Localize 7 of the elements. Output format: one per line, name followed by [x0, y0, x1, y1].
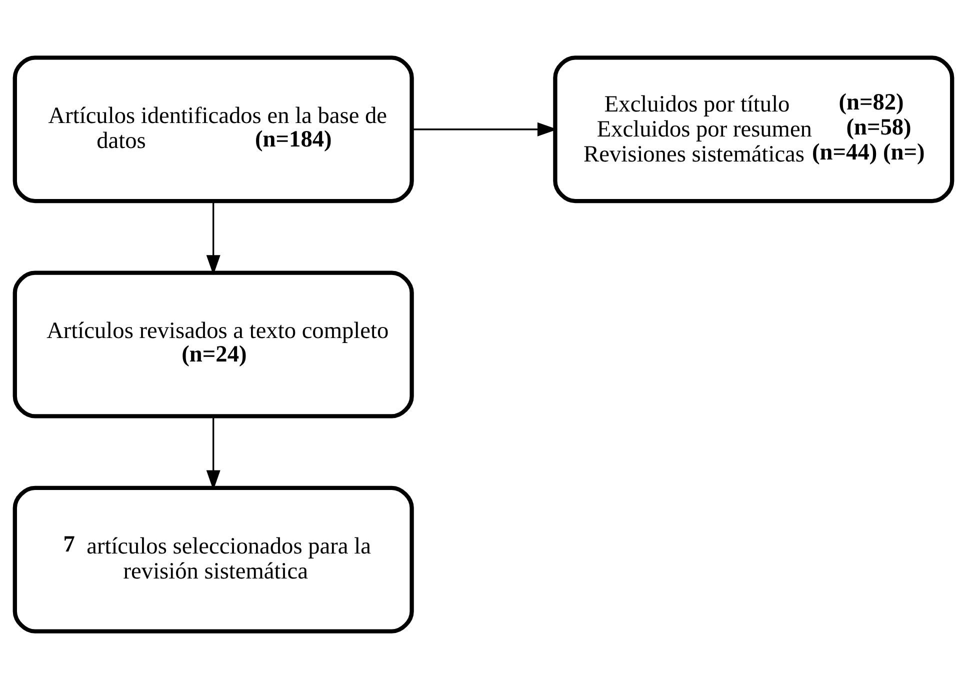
arrow [206, 201, 220, 275]
node-box: Artículos revisados a texto completo (n=24) [12, 270, 414, 418]
node-box: Excluidos por título (n=82) Excluidos por resumen (n=58) Revisiones sistemáticas (n=44) (n=) [553, 55, 954, 203]
arrow [206, 416, 220, 490]
arrow [412, 122, 558, 136]
node-box: 7 artículos seleccionados para la revisión sistemática [12, 485, 414, 633]
node-box: Artículos identificados en la base de datos (n=184) [12, 55, 414, 203]
